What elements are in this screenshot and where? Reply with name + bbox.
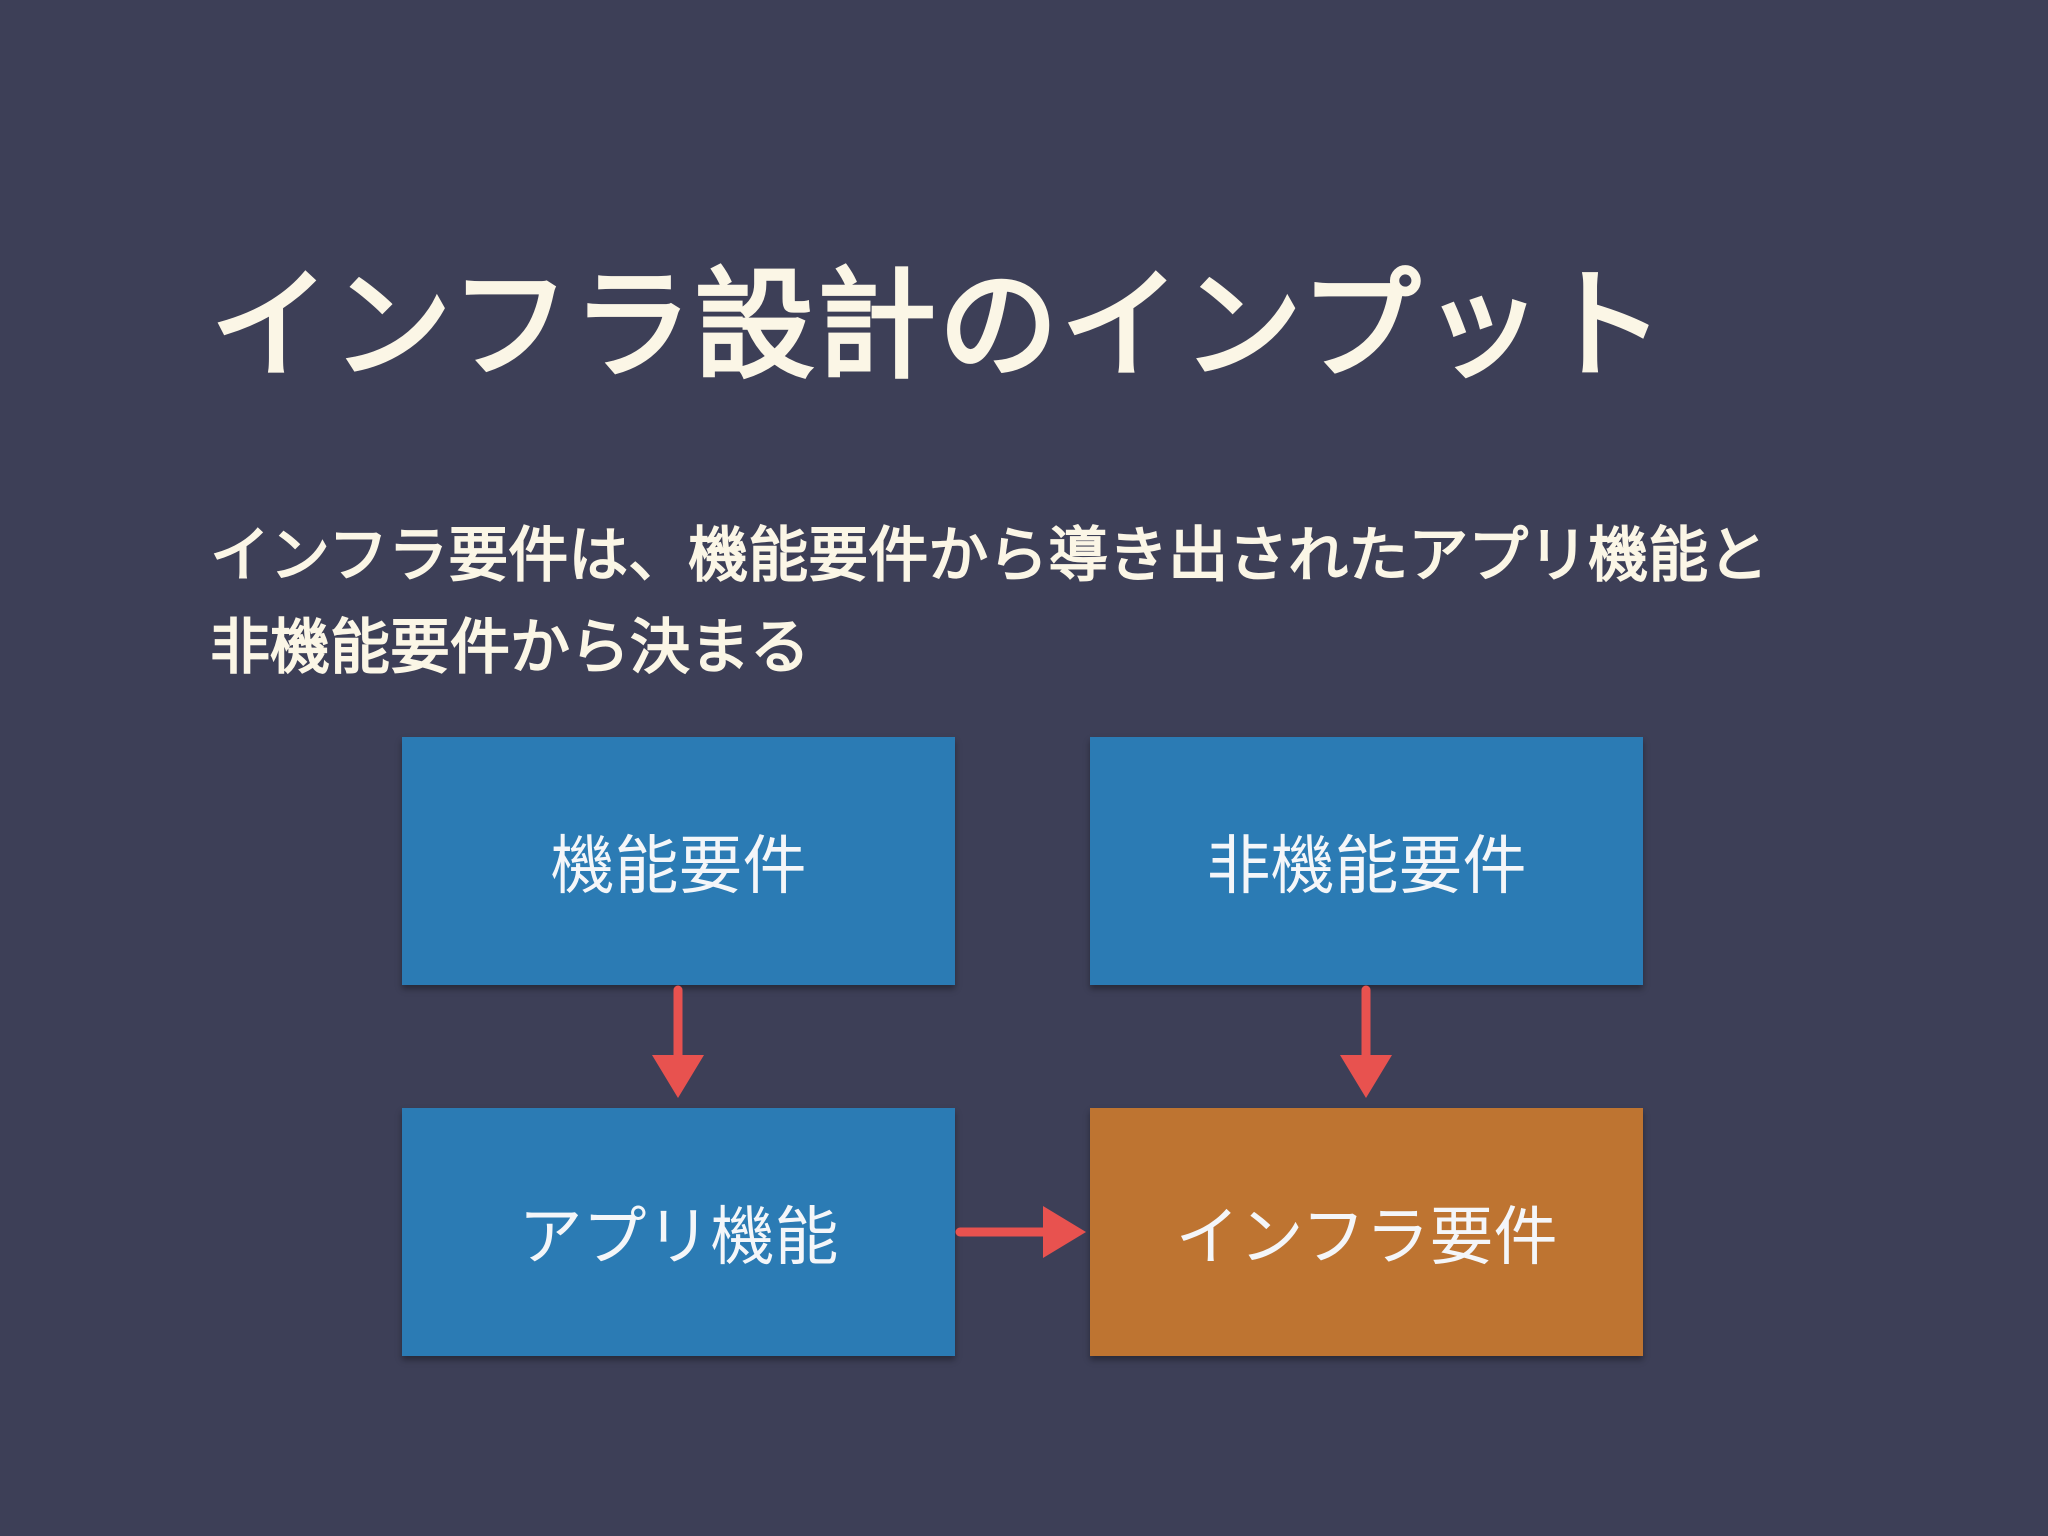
subtitle-line-1: インフラ要件は、機能要件から導き出されたアプリ機能と [210, 521, 1769, 591]
arrow-functional-to-app [652, 985, 704, 1098]
arrow-nonfunctional-to-infra [1340, 985, 1392, 1098]
functional-requirements-box: 機能要件 [402, 737, 955, 985]
non-functional-requirements-label: 非機能要件 [1206, 830, 1527, 904]
app-features-box: アプリ機能 [402, 1108, 955, 1356]
subtitle-line-2: 非機能要件から決まる [210, 613, 810, 683]
slide-title: インフラ設計のインプット [210, 257, 1667, 396]
non-functional-requirements-box: 非機能要件 [1090, 737, 1643, 985]
infra-requirements-box: インフラ要件 [1090, 1108, 1643, 1356]
functional-requirements-label: 機能要件 [550, 830, 807, 904]
infra-requirements-label: インフラ要件 [1175, 1201, 1558, 1275]
slide-subtitle: インフラ要件は、機能要件から導き出されたアプリ機能と 非機能要件から決まる [210, 510, 1910, 694]
app-features-label: アプリ機能 [518, 1201, 839, 1275]
arrow-app-to-infra [955, 1206, 1086, 1258]
